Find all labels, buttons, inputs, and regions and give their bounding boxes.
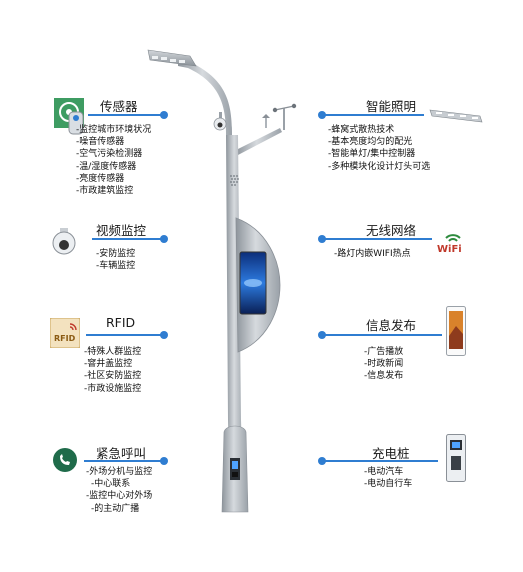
rfid-connector-dot	[160, 331, 168, 339]
charging-station-icon	[446, 434, 466, 482]
info-title: 信息发布	[366, 318, 417, 333]
list-item: 温/湿度传感器	[76, 161, 151, 173]
emergency-item-list: 外场分机与监控 中心联系 监控中心对外场 的主动广播	[86, 466, 152, 515]
list-item: 基本亮度均匀的配光	[328, 136, 430, 148]
charging-connector-line	[324, 460, 438, 462]
rfid-item-list: 特殊人群监控 窨井盖监控 社区安防监控 市政设施监控	[84, 346, 141, 395]
svg-text:WiFi: WiFi	[437, 244, 462, 254]
list-item: 监控城市环境状况	[76, 124, 151, 136]
list-item: 噪音传感器	[76, 136, 151, 148]
video-title: 视频监控	[96, 223, 147, 238]
charging-item-list: 电动汽车 电动自行车	[364, 466, 412, 490]
charging-connector-dot	[318, 457, 326, 465]
wireless-item-list: 路灯内嵌WIFI热点	[334, 248, 410, 260]
list-item: 车辆监控	[96, 260, 135, 272]
list-item: 市政建筑监控	[76, 185, 151, 197]
sensor-connector-dot	[160, 111, 168, 119]
list-item: 广告播放	[364, 346, 403, 358]
street-lamp-icon	[428, 106, 484, 126]
list-item: 外场分机与监控	[86, 466, 152, 478]
list-item: 窨井盖监控	[84, 358, 141, 370]
info-item-list: 广告播放 时政新闻 信息发布	[364, 346, 403, 383]
lamp-head	[147, 49, 197, 67]
emergency-connector-dot	[160, 457, 168, 465]
pole-camera	[213, 112, 227, 131]
sensor-connector-line	[88, 114, 162, 116]
sensor-arm	[236, 128, 282, 155]
pole-shaft	[226, 135, 244, 512]
sensor-title: 传感器	[100, 99, 138, 114]
lamp-arm	[178, 60, 232, 135]
list-item: 空气污染检测器	[76, 148, 151, 160]
list-item: 特殊人群监控	[84, 346, 141, 358]
list-item: 时政新闻	[364, 358, 403, 370]
list-item: 监控中心对外场	[86, 490, 152, 502]
wireless-connector-line	[324, 238, 432, 240]
list-item: 社区安防监控	[84, 370, 141, 382]
list-item: 信息发布	[364, 370, 403, 382]
wireless-title: 无线网络	[366, 223, 417, 238]
emergency-connector-line	[84, 460, 162, 462]
lighting-title: 智能照明	[366, 99, 417, 114]
list-item: 多种模块化设计灯头可选	[328, 161, 430, 173]
list-item: 电动汽车	[364, 466, 412, 478]
list-item: 路灯内嵌WIFI热点	[334, 248, 410, 260]
list-item: 亮度传感器	[76, 173, 151, 185]
svg-text:RFID: RFID	[54, 334, 76, 343]
rfid-icon: RFID	[49, 317, 81, 349]
list-item: 安防监控	[96, 248, 135, 260]
list-item: 市政设施监控	[84, 383, 141, 395]
video-item-list: 安防监控 车辆监控	[96, 248, 135, 272]
weather-sensors	[262, 103, 297, 130]
sensor-item-list: 监控城市环境状况 噪音传感器 空气污染检测器 温/湿度传感器 亮度传感器 市政建…	[76, 124, 151, 197]
list-item: 中心联系	[86, 478, 152, 490]
info-display-icon	[446, 306, 466, 356]
list-item: 电动自行车	[364, 478, 412, 490]
info-connector-line	[324, 334, 442, 336]
emergency-call-icon	[52, 447, 78, 473]
video-connector-dot	[160, 235, 168, 243]
lighting-item-list: 蜂窝式散热技术 基本亮度均匀的配光 智能单灯/集中控制器 多种模块化设计灯头可选	[328, 124, 430, 173]
video-connector-line	[92, 238, 162, 240]
list-item: 蜂窝式散热技术	[328, 124, 430, 136]
rfid-connector-line	[86, 334, 162, 336]
camera-icon	[50, 228, 78, 256]
list-item: 智能单灯/集中控制器	[328, 148, 430, 160]
wifi-icon: WiFi	[436, 230, 470, 255]
emergency-title: 紧急呼叫	[96, 446, 147, 461]
lighting-connector-line	[324, 114, 424, 116]
lighting-connector-dot	[318, 111, 326, 119]
rfid-title: RFID	[106, 315, 136, 330]
info-connector-dot	[318, 331, 326, 339]
list-item: 的主动广播	[86, 503, 152, 515]
wireless-connector-dot	[318, 235, 326, 243]
speaker-grille	[230, 175, 239, 186]
charging-title: 充电桩	[372, 446, 410, 461]
